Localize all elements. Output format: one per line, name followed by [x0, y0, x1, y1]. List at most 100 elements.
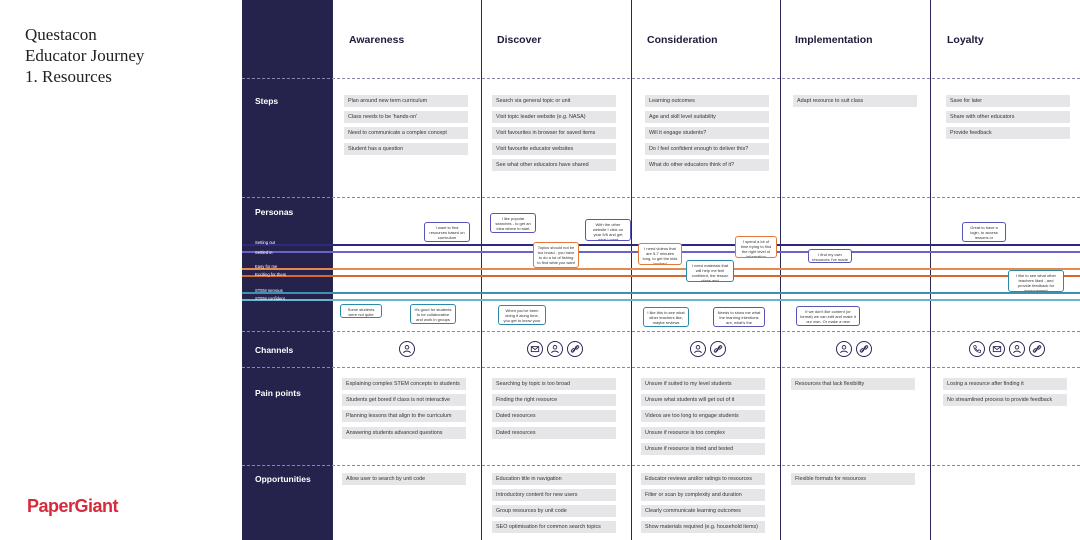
persona-label: Settled in: [255, 250, 273, 255]
quote-bubble: Topics should not be too broad - you hav…: [533, 242, 579, 268]
journey-title: Questacon Educator Journey 1. Resources: [25, 24, 144, 87]
opportunity-card: Flexible formats for resources: [791, 473, 915, 485]
link-icon: [856, 341, 872, 357]
link-icon: [710, 341, 726, 357]
row-divider: [242, 367, 1080, 368]
step-card: Learning outcomes: [645, 95, 769, 107]
brand-logo: PaperGiant: [27, 496, 119, 516]
person-icon: [1009, 341, 1025, 357]
quote-bubble: I like this to see what other teachers l…: [643, 307, 689, 327]
pain-point-card: Unsure what students will get out of it: [641, 394, 765, 406]
step-card: What do other educators think of it?: [645, 159, 769, 171]
pain-point-card: Students get bored if class is not inter…: [342, 394, 466, 406]
stage-awareness: Awareness: [349, 34, 405, 46]
quote-bubble: I need videos that are 5-7 minutes long,…: [638, 243, 682, 265]
quote-bubble: Great to have a login, to access lessons…: [962, 222, 1006, 242]
column-divider: [930, 0, 931, 540]
step-card: Plan around new term curriculum: [344, 95, 468, 107]
row-label-channels: Channels: [255, 345, 294, 355]
quote-bubble: When you've been doing it along time, yo…: [498, 305, 546, 325]
step-card: Adapt resource to suit class: [793, 95, 917, 107]
step-card: Need to communicate a complex concept: [344, 127, 468, 139]
column-divider: [631, 0, 632, 540]
stage-consideration: Consideration: [647, 34, 718, 46]
row-label-band: [242, 0, 332, 540]
step-card: Class needs to be 'hands-on': [344, 111, 468, 123]
persona-label: Exciting for them: [255, 272, 287, 277]
persona-line-easy-band: [242, 268, 332, 270]
stage-discover: Discover: [497, 34, 542, 46]
step-card: Visit topic leader website (e.g. NASA): [492, 111, 616, 123]
row-label-pain-points: Pain points: [255, 388, 301, 398]
pain-point-card: Finding the right resource: [492, 394, 616, 406]
row-label-steps: Steps: [255, 96, 279, 106]
row-label-opportunities: Opportunities: [255, 474, 311, 484]
person-icon: [547, 341, 563, 357]
persona-line-nervous-band: [242, 292, 332, 294]
pain-point-card: Answering students advanced questions: [342, 427, 466, 439]
quote-bubble: If we don't like content (or format) we …: [796, 306, 860, 326]
persona-label: STEM confident: [255, 296, 285, 301]
persona-line-exciting-band: [242, 275, 332, 277]
persona-label: Easy for me: [255, 264, 278, 269]
pain-point-card: Unsure if resource is too complex: [641, 427, 765, 439]
persona-line-settled-in: [332, 251, 1080, 253]
row-label-personas: Personas: [255, 207, 294, 217]
step-card: Student has a question: [344, 143, 468, 155]
pain-point-card: Dated resources: [492, 410, 616, 422]
quote-bubble: Some students were not quite 'getting' i…: [340, 304, 382, 318]
quote-bubble: It's good for students to be collaborati…: [410, 304, 456, 324]
opportunity-card: Filter or scan by complexity and duratio…: [641, 489, 765, 501]
email-icon: [527, 341, 543, 357]
row-divider: [242, 197, 1080, 198]
person-icon: [690, 341, 706, 357]
column-divider: [780, 0, 781, 540]
phone-icon: [969, 341, 985, 357]
quote-bubble: I want to find resources based on curric…: [424, 222, 470, 242]
pain-point-card: Unsure if suited to my level students: [641, 378, 765, 390]
email-icon: [989, 341, 1005, 357]
step-card: Provide feedback: [946, 127, 1070, 139]
quote-bubble: I like popular searches - to get an idea…: [490, 213, 536, 233]
link-icon: [567, 341, 583, 357]
pain-point-card: Videos are too long to engage students: [641, 410, 765, 422]
persona-label: Setting out: [255, 240, 276, 245]
pain-point-card: Dated resources: [492, 427, 616, 439]
pain-point-card: No streamlined process to provide feedba…: [943, 394, 1067, 406]
pain-point-card: Searching by topic is too broad: [492, 378, 616, 390]
persona-line-confident-band: [242, 299, 332, 301]
person-icon: [836, 341, 852, 357]
column-divider: [332, 0, 333, 540]
pain-point-card: Planning lessons that align to the curri…: [342, 410, 466, 422]
person-icon: [399, 341, 415, 357]
quote-bubble: I spend a lot of time trying to find the…: [735, 236, 777, 258]
opportunity-card: Introductory content for new users: [492, 489, 616, 501]
step-card: Do I feel confident enough to deliver th…: [645, 143, 769, 155]
pain-point-card: Resources that lack flexibility: [791, 378, 915, 390]
title-line-1: Questacon: [25, 25, 97, 44]
step-card: Will it engage students?: [645, 127, 769, 139]
opportunity-card: SEO optimisation for common search topic…: [492, 521, 616, 533]
step-card: Age and skill level suitability: [645, 111, 769, 123]
title-line-3: 1. Resources: [25, 67, 112, 86]
quote-bubble: I find my own resources I've made: [808, 249, 852, 263]
step-card: Share with other educators: [946, 111, 1070, 123]
opportunity-card: Educator reviews and/or ratings to resou…: [641, 473, 765, 485]
opportunity-card: Education title in navigation: [492, 473, 616, 485]
step-card: Visit favourite educator websites: [492, 143, 616, 155]
opportunity-card: Group resources by unit code: [492, 505, 616, 517]
persona-line-setting-out: [332, 244, 1080, 246]
row-divider: [242, 331, 1080, 332]
persona-line-settled-in-band: [242, 251, 332, 253]
link-icon: [1029, 341, 1045, 357]
quote-bubble: With the other website I click on year 5…: [585, 219, 631, 241]
column-divider: [481, 0, 482, 540]
opportunity-card: Allow user to search by unit code: [342, 473, 466, 485]
quote-bubble: I need materials that will help me feel …: [686, 260, 734, 282]
persona-label: STEM nervous: [255, 288, 283, 293]
pain-point-card: Explaining complex STEM concepts to stud…: [342, 378, 466, 390]
opportunity-card: Clearly communicate learning outcomes: [641, 505, 765, 517]
quote-bubble: I like to see what other teachers liked …: [1008, 270, 1064, 292]
title-line-2: Educator Journey: [25, 46, 145, 65]
step-card: Search via general topic or unit: [492, 95, 616, 107]
